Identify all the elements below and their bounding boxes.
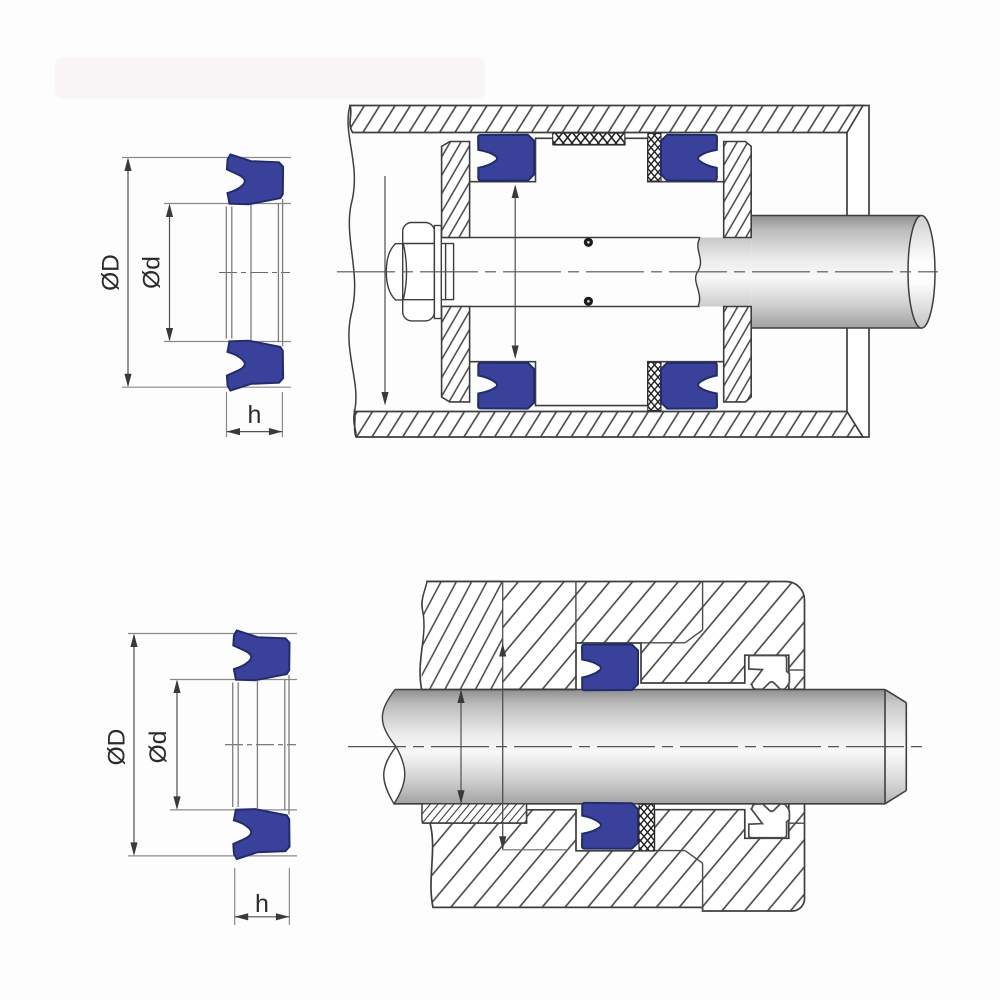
svg-text:h: h bbox=[255, 890, 269, 918]
svg-text:Ød: Ød bbox=[138, 256, 165, 289]
svg-text:Ød: Ød bbox=[145, 731, 172, 764]
svg-text:h: h bbox=[248, 401, 262, 429]
svg-text:ØD: ØD bbox=[103, 729, 130, 766]
svg-text:ØD: ØD bbox=[97, 254, 124, 291]
